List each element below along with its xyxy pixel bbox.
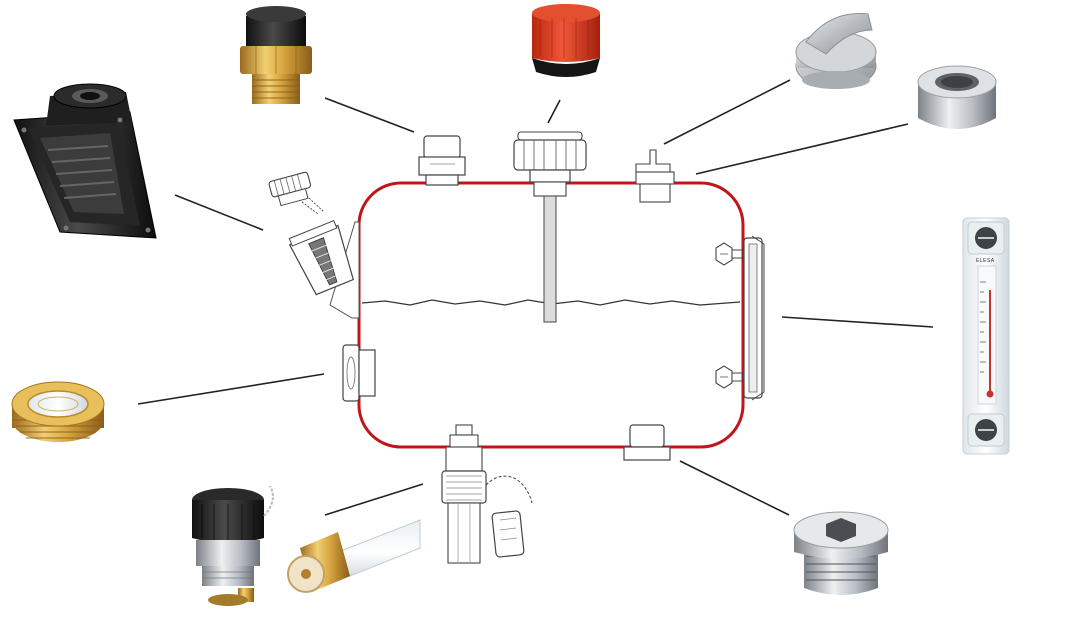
level-gauge-icon: ELESA <box>962 217 1010 455</box>
schematic-drain-valve <box>441 424 533 564</box>
leader-line-weld-socket <box>695 123 909 175</box>
schematic-sight-glass <box>342 344 376 402</box>
leader-line-drain-plug <box>679 460 790 516</box>
schematic-dipstick-breather <box>513 131 587 323</box>
leader-line-level-gauge <box>781 316 934 328</box>
leader-line-filler-strainer <box>174 194 264 231</box>
sight-glass-icon <box>11 381 105 442</box>
drain-plug-icon <box>793 511 889 595</box>
leader-line-drain-valve <box>324 483 424 516</box>
breather-cap-icon <box>240 6 312 104</box>
drain-valve-icon <box>192 485 421 606</box>
leader-line-breather-brass <box>324 97 415 133</box>
leader-line-sight-glass <box>137 373 325 405</box>
tank-schematic <box>268 131 765 564</box>
breather-cap-orange-icon <box>532 4 600 77</box>
filler-plug-icon <box>795 13 877 89</box>
filler-strainer-icon <box>13 83 157 239</box>
level-gauge-brand: ELESA <box>976 258 995 264</box>
leader-line-filler-plug <box>663 79 791 145</box>
schematic-breather-cap <box>418 135 466 186</box>
weld-socket-icon <box>917 65 997 129</box>
schematic-level-gauge <box>715 235 765 401</box>
fluid-level-line <box>361 299 741 306</box>
schematic-filler-strainer <box>268 171 360 319</box>
schematic-drain-plug <box>623 424 671 461</box>
leader-lines <box>137 79 934 516</box>
schematic-filler-plug <box>635 149 675 203</box>
leader-line-breather-orange <box>547 99 561 124</box>
